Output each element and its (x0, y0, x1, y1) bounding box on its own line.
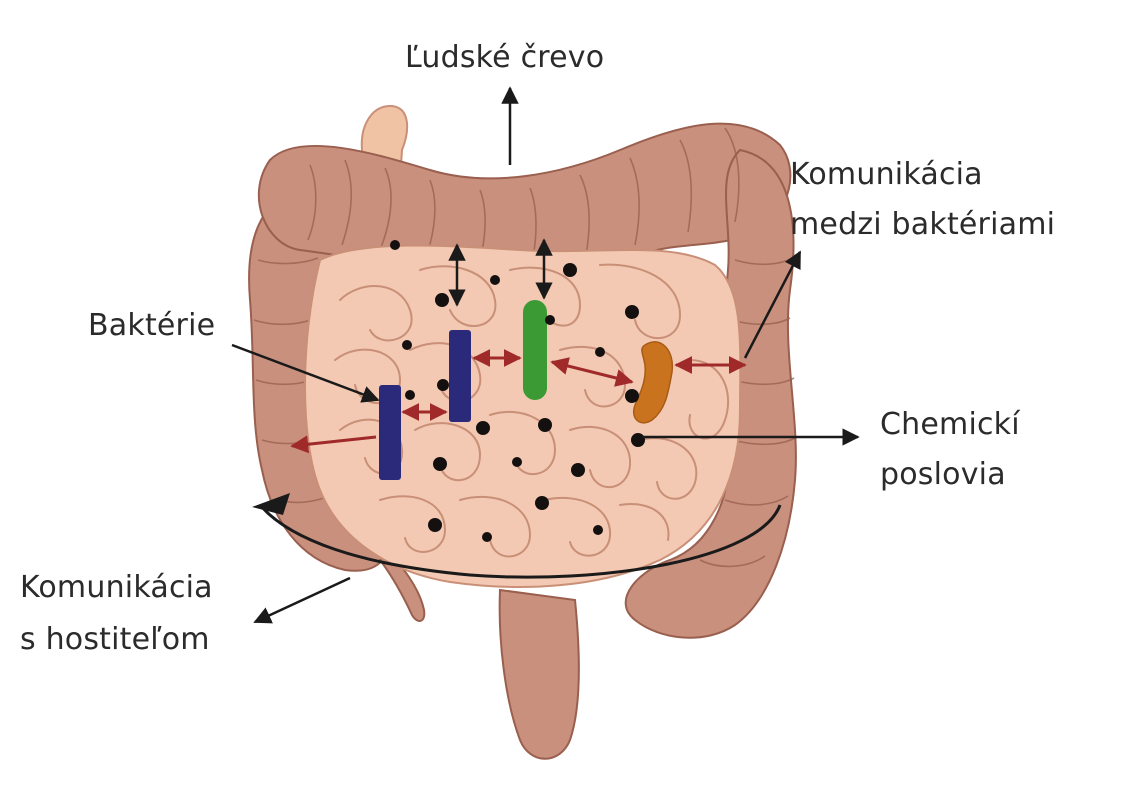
host-communication-curve (258, 504, 782, 579)
host-communication-arrowhead (252, 493, 290, 515)
bacteria-rod-blue-bottom (379, 385, 401, 480)
small-intestine (304, 244, 742, 588)
label-bacteria-communication-line1: Komunikácia (790, 157, 983, 192)
label-human-gut: Ľudské črevo (405, 40, 605, 75)
label-chemical-messengers-line2: poslovia (880, 457, 1006, 492)
host-signal-arrows (448, 238, 553, 307)
bacteria-rod-blue-top (449, 330, 471, 422)
label-leaders (231, 86, 860, 624)
label-host-communication-line1: Komunikácia (20, 570, 213, 605)
label-host-communication-line2: s hostiteľom (20, 622, 210, 657)
label-bacteria: Baktérie (88, 308, 216, 343)
label-bacteria-communication-line2: medzi baktériami (790, 207, 1056, 242)
bacteria-rod-green (523, 300, 547, 400)
chemical-messengers (390, 240, 645, 542)
bacteria-curved-orange (633, 341, 674, 424)
label-chemical-messengers-line1: Chemickí (880, 407, 1020, 442)
bacterial-signals (290, 349, 747, 454)
